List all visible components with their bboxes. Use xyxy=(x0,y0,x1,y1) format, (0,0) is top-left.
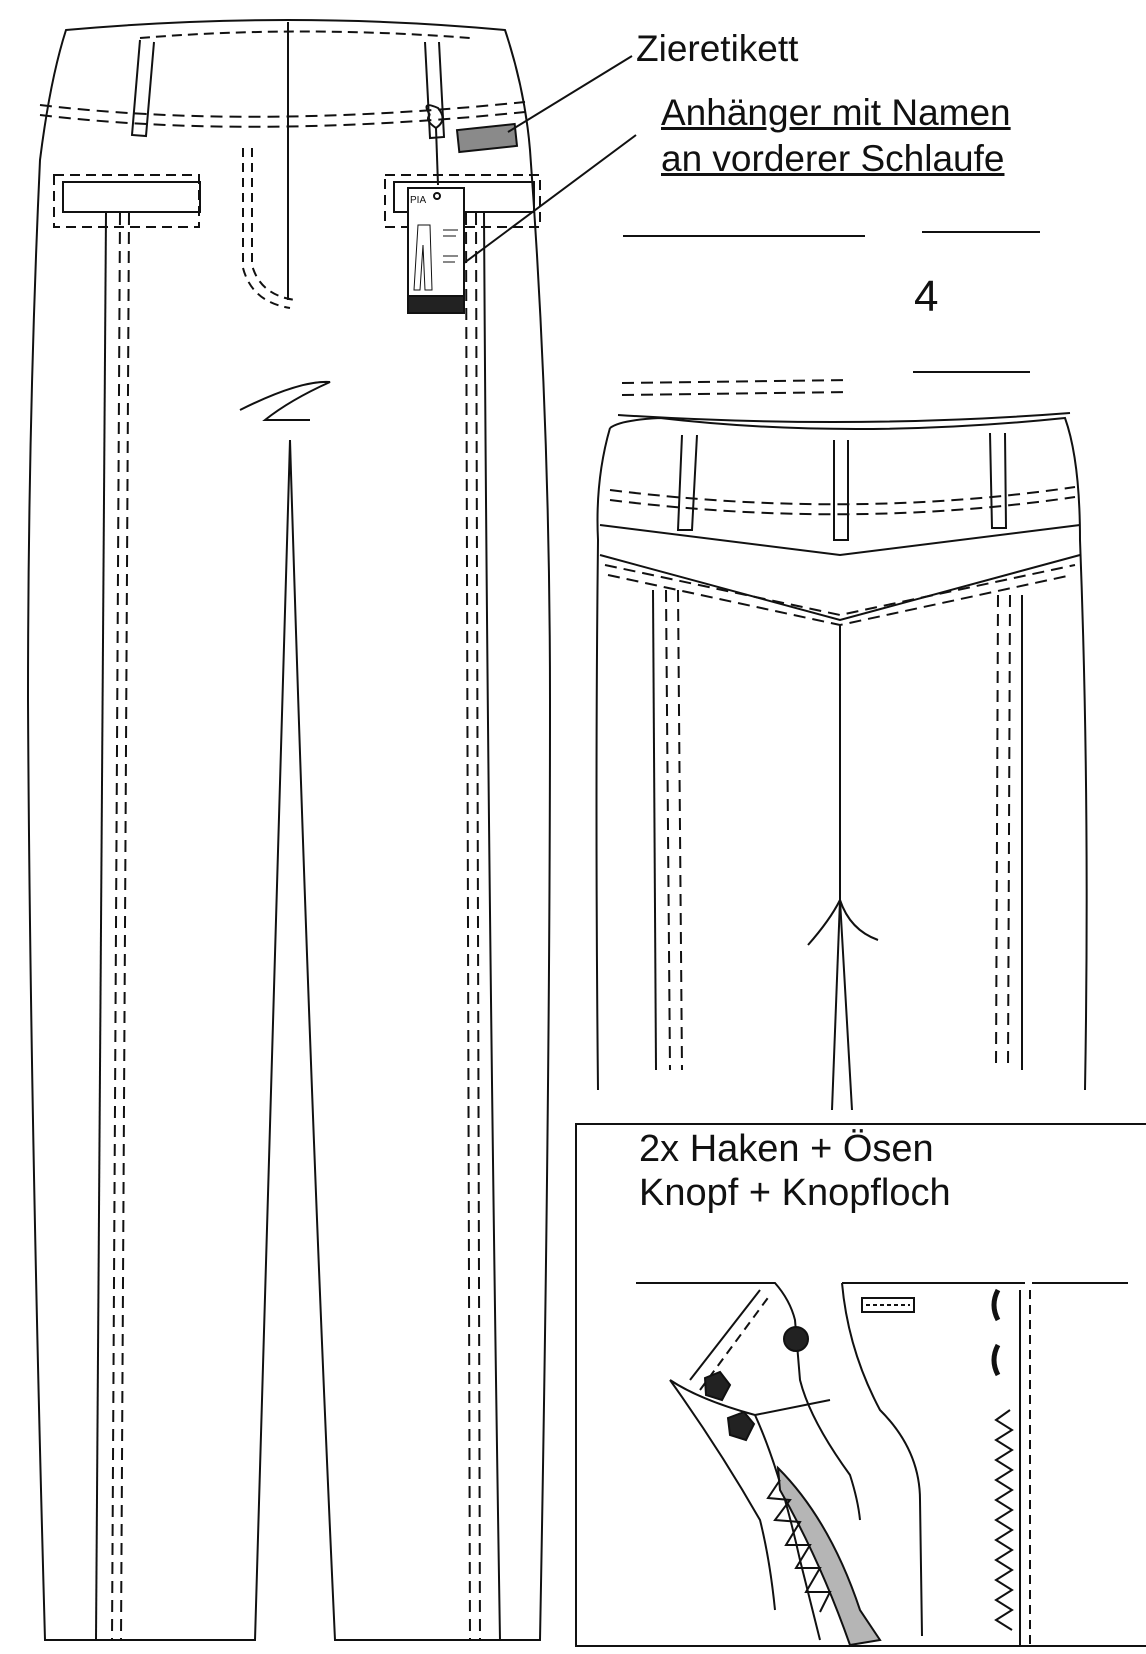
eye-icon xyxy=(991,1288,1001,1322)
back-belt-loop-left xyxy=(676,434,698,531)
welt-pocket-left xyxy=(62,181,201,213)
hangtag-brand: PIA xyxy=(410,195,427,206)
eye-icon xyxy=(991,1343,1001,1377)
variant-number: 4 xyxy=(914,272,939,321)
zipper-tape xyxy=(776,1465,882,1647)
hook-icon xyxy=(703,1370,732,1402)
leader-line-hangtag xyxy=(451,134,637,273)
hangtag-callout-line1: Anhänger mit Namen xyxy=(661,92,1011,133)
closure-caption-line2: Knopf + Knopfloch xyxy=(639,1172,951,1214)
closure-detail-box xyxy=(575,1123,1146,1647)
belt-loop-left xyxy=(130,39,155,138)
button-icon xyxy=(783,1326,809,1352)
closure-caption-line1: 2x Haken + Ösen xyxy=(639,1128,934,1170)
leader-line-label xyxy=(507,55,633,133)
back-belt-loop-center xyxy=(833,440,849,541)
hangtag xyxy=(407,104,465,314)
back-belt-loop-right xyxy=(989,432,1008,529)
front-view xyxy=(26,19,552,1641)
hangtag-callout-line2: an vorderer Schlaufe xyxy=(661,138,1005,179)
decorative-label-patch xyxy=(455,122,519,154)
closure-detail xyxy=(636,1282,1128,1647)
back-view xyxy=(595,412,1088,1111)
decorative-label-callout: Zieretikett xyxy=(636,28,799,69)
hook-icon xyxy=(726,1410,756,1442)
front-outline xyxy=(26,19,552,1641)
